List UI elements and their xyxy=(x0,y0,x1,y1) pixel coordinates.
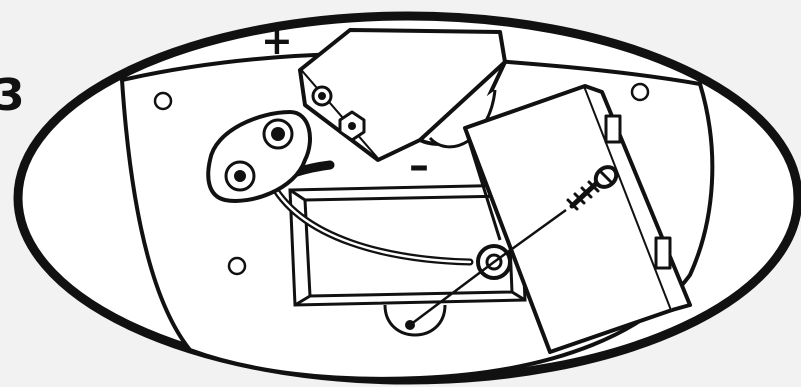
negative-label: – xyxy=(409,146,429,186)
battery-terminal-negative xyxy=(340,112,364,140)
mounting-hole-top-right xyxy=(632,84,648,100)
mounting-hole-top-left xyxy=(155,93,171,109)
mounting-hole-bottom-left xyxy=(229,258,245,274)
positive-label: + xyxy=(261,22,293,60)
step-number-fragment: 3 xyxy=(0,74,25,118)
